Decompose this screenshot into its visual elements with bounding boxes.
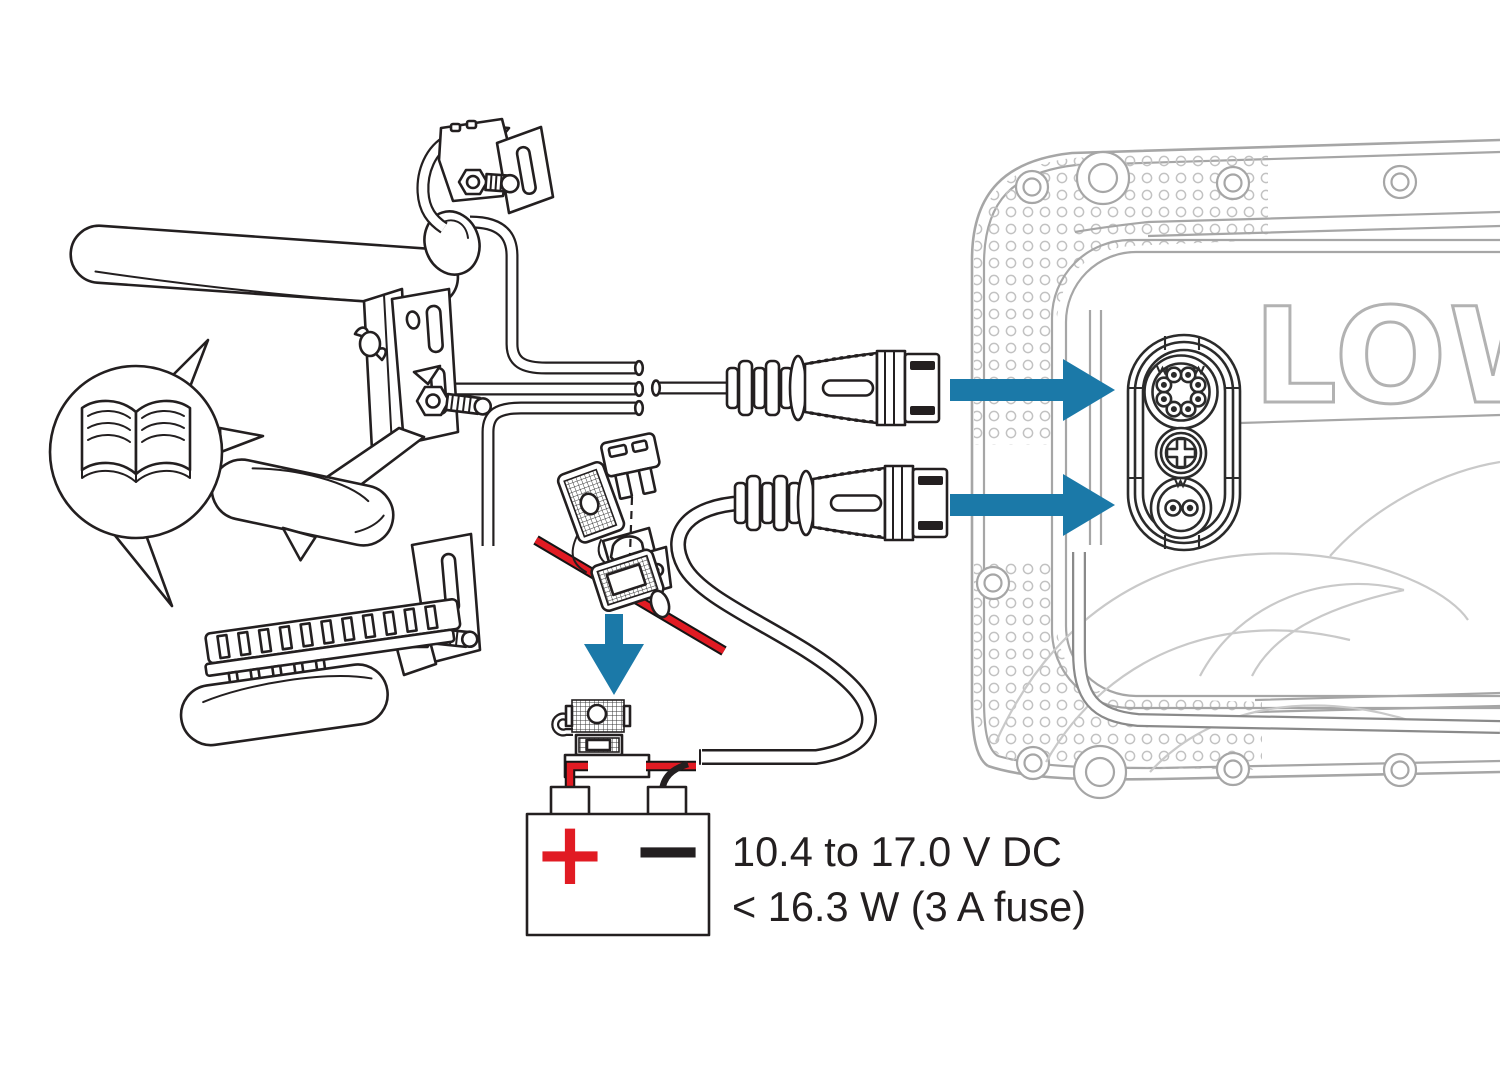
cable-cut-end	[633, 359, 645, 377]
open-book-icon	[80, 399, 192, 483]
device-inner-frame	[1064, 250, 1500, 698]
refer-to-manual-callout	[48, 338, 265, 608]
transducer-assembly-middle	[210, 287, 493, 562]
texture-dots-bottom	[974, 558, 1262, 770]
slotted-mount-bar	[204, 597, 462, 689]
battery-negative-label: −	[631, 798, 705, 901]
transducer-cables	[448, 215, 731, 546]
positive-wire	[566, 762, 588, 792]
cable-cut-end	[650, 379, 662, 397]
cable-cut-end	[633, 399, 645, 417]
battery: + −	[525, 785, 711, 937]
device-seam	[1239, 413, 1500, 425]
insertion-guide-line	[628, 496, 634, 555]
texture-dots-top	[974, 150, 1268, 445]
arrow-down-icon	[584, 614, 644, 695]
transducer-cable-connector	[725, 349, 941, 427]
accessory-port	[1154, 426, 1208, 480]
battery-case	[525, 812, 711, 937]
screw-bosses	[975, 150, 1418, 800]
blade-fuse	[600, 432, 661, 501]
display-unit-back: LOW	[970, 138, 1500, 800]
transom-bracket	[390, 287, 460, 446]
power-cable	[670, 495, 877, 765]
wattage-spec: < 16.3 W (3 A fuse)	[732, 883, 1086, 930]
voltage-spec: 10.4 to 17.0 V DC	[732, 828, 1062, 875]
transducer-assembly-top	[69, 117, 555, 308]
fuse-cover-cap	[556, 460, 626, 544]
transducer-body	[179, 663, 389, 747]
brand-logo-partial: LOW	[1253, 280, 1500, 434]
transducer-assembly-bottom	[179, 532, 482, 747]
inline-fuse-holder	[533, 432, 727, 656]
transducer-pod-body	[69, 224, 460, 308]
battery-fuse-assembly	[551, 699, 696, 793]
fuse-holder-body	[590, 548, 665, 612]
brand-emblem-waves	[994, 460, 1500, 773]
transducer-sonar-port	[1143, 354, 1219, 430]
power-cable-connector	[733, 464, 949, 542]
negative-terminal	[646, 785, 688, 818]
power-specs: 10.4 to 17.0 V DC < 16.3 W (3 A fuse)	[732, 828, 1086, 930]
cross-key-icon	[1165, 437, 1197, 469]
battery-positive-label: +	[533, 802, 607, 905]
power-port	[1149, 476, 1213, 540]
connector-panel	[1126, 333, 1242, 552]
cable-cut-end	[633, 380, 645, 398]
device-outer-edge	[970, 138, 1500, 768]
